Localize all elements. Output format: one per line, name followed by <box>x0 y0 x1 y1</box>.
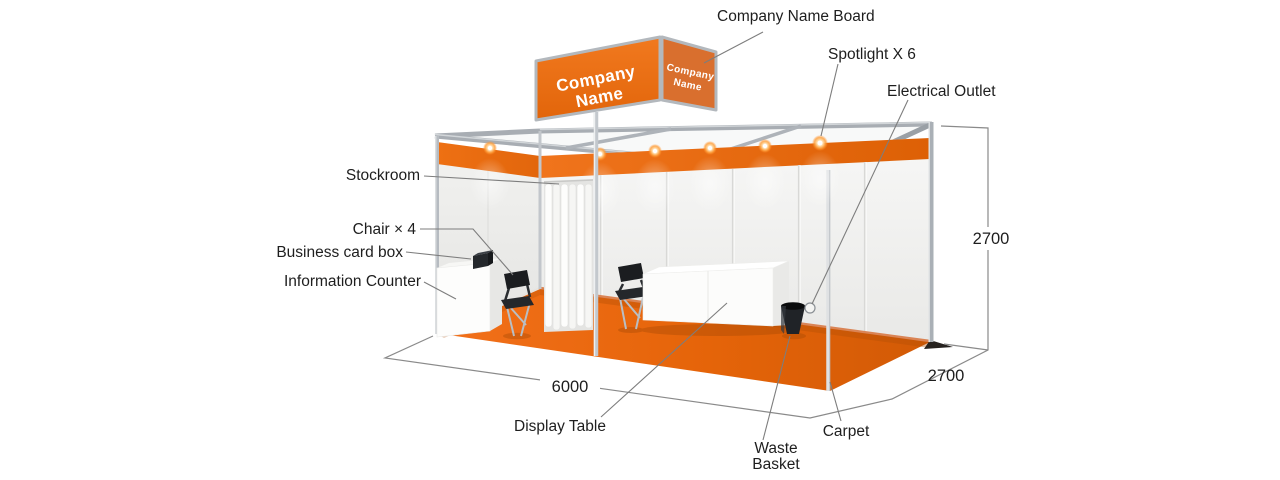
center-front-post <box>593 112 599 356</box>
label-electrical-outlet: Electrical Outlet <box>887 83 996 100</box>
spotlight-glow-on-wall <box>470 151 841 218</box>
business-card-box <box>473 250 493 269</box>
corner-shadow <box>924 340 953 349</box>
dim-width-mask <box>540 374 600 397</box>
leader-stockroom <box>423 175 560 185</box>
leader-electrical-outlet <box>811 99 909 305</box>
electrical-outlet-marker <box>804 302 816 314</box>
dim-depth-label: 2700 <box>928 367 965 385</box>
leader-lines <box>405 31 909 441</box>
company-name-board: Company Name Company Name <box>534 35 718 122</box>
dim-height-mask <box>965 227 1017 250</box>
label-information-counter: Information Counter <box>284 273 421 290</box>
leader-information-counter <box>423 281 457 300</box>
roof-cross-beam <box>565 127 672 150</box>
leader-spotlight <box>820 63 839 137</box>
chair-1 <box>501 270 534 337</box>
label-waste-basket-line1: Waste <box>754 440 797 457</box>
display-table <box>642 260 790 327</box>
label-waste-basket-line2: Basket <box>752 456 800 473</box>
callout-labels: Company Name Board Spotlight X 6 Electri… <box>276 8 996 473</box>
dim-height-label: 2700 <box>973 230 1010 248</box>
chair-2 <box>615 263 648 330</box>
floor-shadows <box>503 324 806 340</box>
leader-company-name-board <box>703 31 764 64</box>
leader-waste-basket <box>762 335 791 441</box>
frame-posts <box>435 122 934 391</box>
label-stockroom: Stockroom <box>346 167 420 184</box>
label-chair: Chair × 4 <box>353 221 417 238</box>
label-spotlight: Spotlight X 6 <box>828 46 916 63</box>
waste-basket <box>781 302 805 334</box>
label-business-card-box: Business card box <box>276 244 403 261</box>
label-display-table: Display Table <box>514 418 606 435</box>
label-carpet: Carpet <box>823 423 870 440</box>
leader-carpet <box>829 381 842 422</box>
spotlights <box>470 135 841 218</box>
dimension-lines <box>382 125 989 419</box>
information-counter <box>436 258 502 338</box>
leader-display-table <box>600 302 728 418</box>
leader-chair <box>420 228 514 276</box>
label-company-name-board: Company Name Board <box>717 8 875 25</box>
leader-business-card-box <box>405 251 472 260</box>
stockroom-curtain <box>543 179 594 332</box>
dim-width-label: 6000 <box>552 378 589 396</box>
back-fascia <box>540 138 930 178</box>
